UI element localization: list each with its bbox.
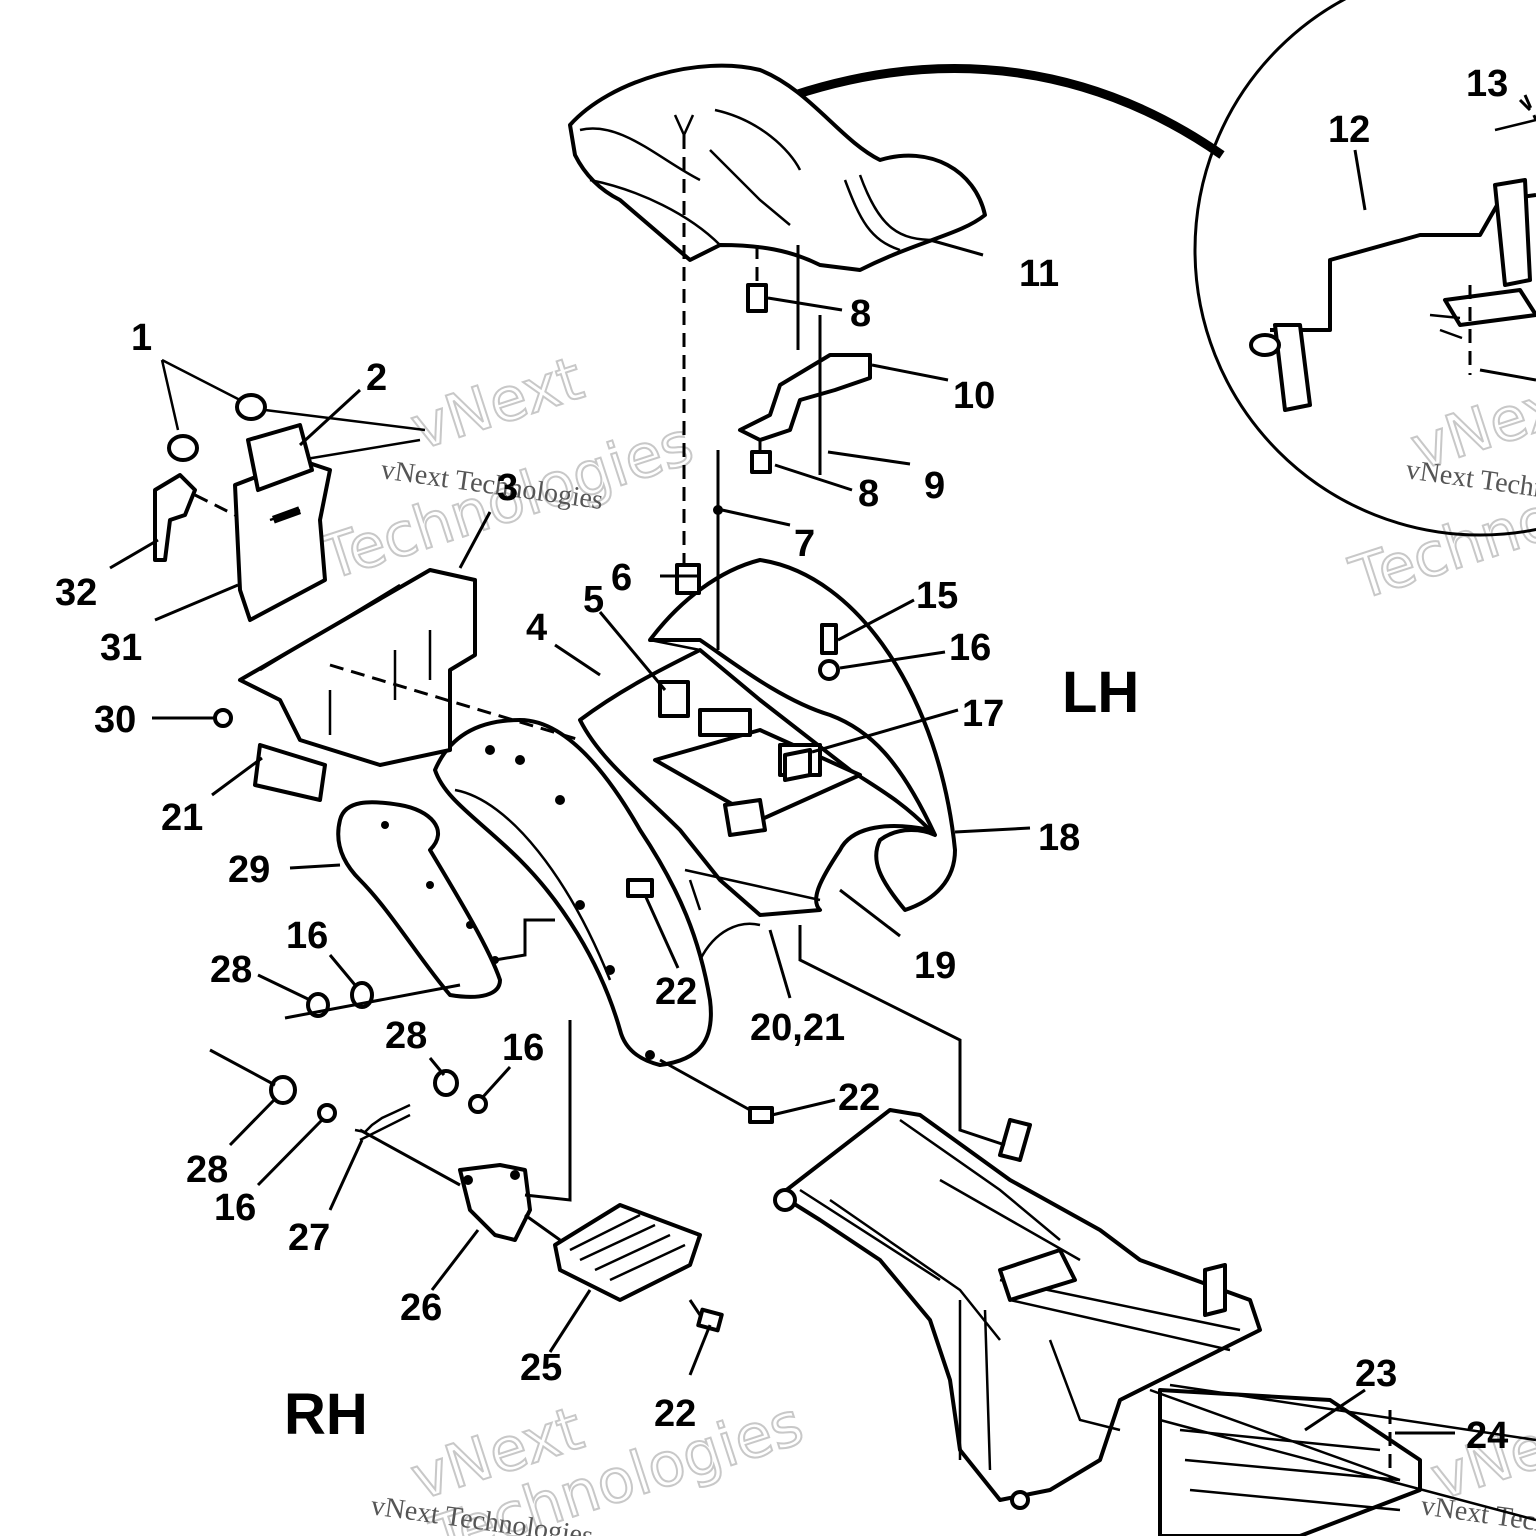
frame-part	[773, 1108, 1536, 1536]
grommet-parts	[160, 358, 426, 728]
inner-flap-part	[336, 800, 502, 999]
callout-27: 27	[288, 1217, 330, 1259]
side-label-rh: RH	[284, 1382, 368, 1447]
latch-part	[153, 473, 197, 562]
callout-28: 28	[385, 1015, 427, 1057]
side-label-lh: LH	[1062, 660, 1139, 725]
callout-22: 22	[655, 971, 697, 1013]
watermark-text: vNext Technologies	[1419, 1490, 1536, 1536]
decal-part	[658, 680, 690, 718]
callout-20-21: 20,21	[750, 1007, 845, 1049]
callout-6: 6	[611, 557, 632, 599]
callout-10: 10	[953, 375, 995, 417]
callout-16: 16	[286, 915, 328, 957]
callout-4: 4	[526, 607, 547, 649]
callout-21: 21	[161, 797, 203, 839]
side-fender-part	[433, 718, 761, 1067]
callout-16: 16	[949, 627, 991, 669]
callout-24: 24	[1466, 1415, 1508, 1457]
callout-18: 18	[1038, 817, 1080, 859]
callout-7: 7	[794, 523, 815, 565]
footrest-parts	[359, 1128, 724, 1333]
lower-hardware-parts	[209, 981, 488, 1142]
callout-1: 1	[131, 317, 152, 359]
callout-8: 8	[858, 473, 879, 515]
callout-9: 9	[924, 465, 945, 507]
callout-25: 25	[520, 1347, 562, 1389]
storage-box-part	[153, 423, 477, 802]
callout-31: 31	[100, 627, 142, 669]
bolt-part	[746, 283, 768, 313]
leader-lines	[109, 98, 1532, 1435]
bolt-part	[213, 708, 233, 728]
detail-inset	[778, 0, 1536, 537]
callout-26: 26	[400, 1287, 442, 1329]
callout-8: 8	[850, 293, 871, 335]
callout-16: 16	[502, 1027, 544, 1069]
callout-22: 22	[654, 1393, 696, 1435]
mount-plate	[1443, 288, 1536, 327]
callout-29: 29	[228, 849, 270, 891]
grab-bar-bracket	[1273, 323, 1312, 412]
seat-bracket-part	[673, 114, 872, 565]
seat-part	[568, 63, 987, 272]
callout-15: 15	[916, 575, 958, 617]
callout-28: 28	[210, 949, 252, 991]
callout-22: 22	[838, 1077, 880, 1119]
callout-5: 5	[583, 579, 604, 621]
decal-part	[246, 423, 314, 492]
callout-16: 16	[214, 1187, 256, 1229]
callout-2: 2	[366, 357, 387, 399]
callout-3: 3	[497, 467, 518, 509]
hardware-parts	[626, 450, 840, 1124]
callout-17: 17	[962, 693, 1004, 735]
callout-labels: 1 2 3 4 5 6 7 8 8 9 10 11 12 13 15 16 16…	[55, 63, 1508, 1457]
callout-32: 32	[55, 572, 97, 614]
bolt-part	[750, 450, 772, 474]
callout-13: 13	[1466, 63, 1508, 105]
decal-part	[253, 743, 327, 802]
callout-11: 11	[1019, 253, 1059, 295]
callout-23: 23	[1355, 1353, 1397, 1395]
detail-pointer	[778, 64, 1225, 159]
callout-28: 28	[186, 1149, 228, 1191]
watermark-group: vNext Technologies vNext Technologies vN…	[311, 343, 1536, 1536]
box-lid-part	[233, 458, 332, 622]
callout-19: 19	[914, 945, 956, 987]
rear-fender-part	[578, 558, 957, 917]
callout-30: 30	[94, 699, 136, 741]
callout-12: 12	[1328, 109, 1370, 151]
grab-bar-bracket	[1493, 178, 1532, 287]
